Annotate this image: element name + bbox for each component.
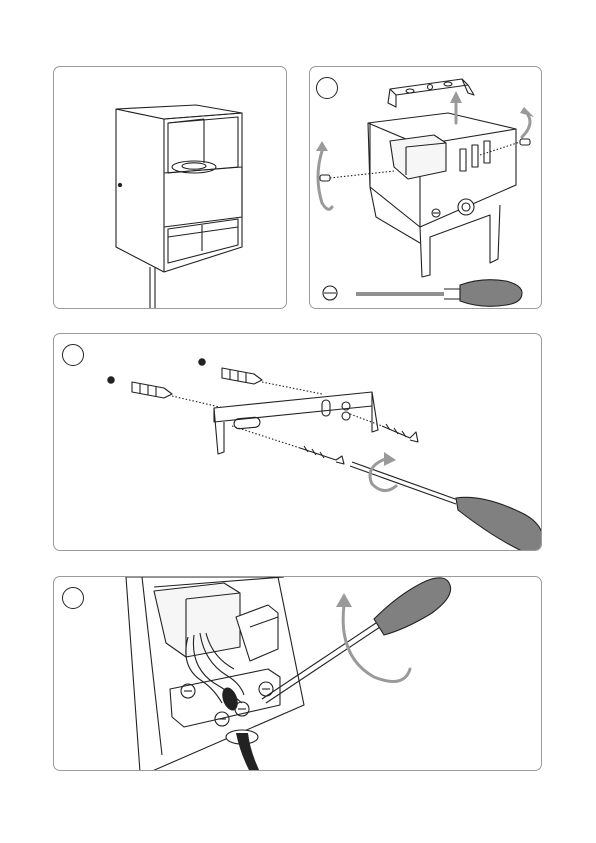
- screw-right: [382, 424, 418, 442]
- panel-remove-bracket: [309, 66, 542, 309]
- screw-left: [300, 446, 344, 464]
- panel-connect-wires: [53, 576, 542, 771]
- panel-product-view: [53, 66, 287, 309]
- wall-plug-left: [132, 382, 172, 398]
- lamp-illustration: [54, 67, 287, 309]
- wiring-illustration: [54, 577, 542, 771]
- bracket-removal-illustration: [310, 67, 542, 309]
- bracket-mounting-illustration: [54, 334, 542, 551]
- panel-fix-bracket: [53, 333, 542, 551]
- wall-plug-right: [222, 368, 262, 384]
